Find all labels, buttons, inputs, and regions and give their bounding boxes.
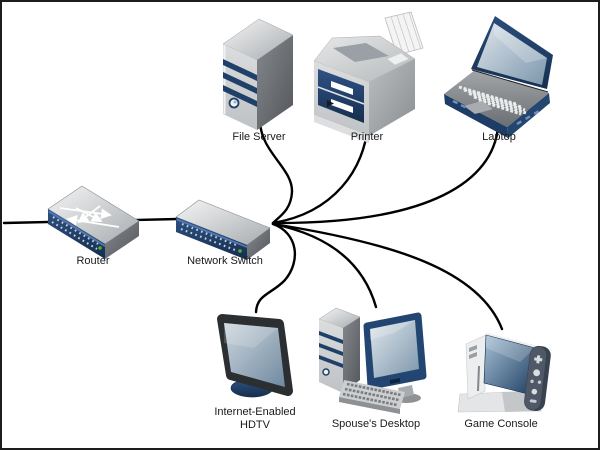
hdtv-device [217,314,293,398]
printer-label: Printer [350,131,384,143]
printer-paper-stack [384,11,424,56]
network-switch-device [175,199,271,260]
laptop-keys [458,85,527,116]
server-stripe [223,85,257,107]
printer-device [313,11,424,143]
desktop-tower-stripe [319,355,343,368]
printer-drawer-handle [331,99,353,113]
cable-switch-to-hdtv [254,222,297,314]
spouses-desktop-device [318,307,427,414]
network-switch-label: Network Switch [187,255,263,267]
hdtv-screen [224,323,285,387]
printer-drawer-handle [331,81,353,95]
desktop-keyboard-keys [342,382,402,407]
server-stripe [223,72,257,94]
laptop-port-lights [452,99,468,110]
desktop-keyboard [339,380,405,409]
spouses-desktop-label: Spouse's Desktop [331,418,421,430]
printer-top-inset [333,43,389,62]
router-led-green [98,246,102,250]
router-device [47,185,140,259]
desktop-tower-stripe [319,331,343,344]
file-server-label: File Server [232,131,286,143]
router-label: Router [76,255,110,267]
server-stripe [223,59,257,81]
laptop-screen [477,23,547,85]
hdtv-label: Internet-Enabled HDTV [214,406,295,432]
router-ports-row1 [52,216,99,245]
laptop-port-lights [516,109,540,126]
console-button-slot [469,352,477,359]
console-front-face [465,334,487,400]
laptop-label: Laptop [482,131,516,143]
monitor-screen [370,320,419,378]
remote-a-button [533,369,541,377]
game-console-device [457,332,551,413]
hdtv-label-line2: HDTV [240,419,270,431]
cable-switch-to-file-server [258,118,294,225]
cable-switch-to-game-console [271,222,504,331]
console-button-slot [469,345,477,352]
laptop-touchpad [464,101,493,114]
router-arrows-icon [59,205,120,228]
console-disc-slot [477,365,480,392]
cable-switch-to-desktop [271,222,378,309]
game-console-label: Game Console [464,418,538,430]
file-server-device [222,18,294,130]
hdtv-label-line1: Internet-Enabled [214,406,296,418]
remote-dpad [534,355,543,364]
laptop-device [444,16,553,138]
switch-led-green [238,249,242,253]
desktop-power-button [322,368,330,376]
console-remote [524,345,551,411]
desktop-tower-stripe [319,343,343,356]
router-ports-row2 [51,221,98,250]
printer-arrow-mark [327,100,334,107]
cable-switch-to-laptop [271,125,500,225]
